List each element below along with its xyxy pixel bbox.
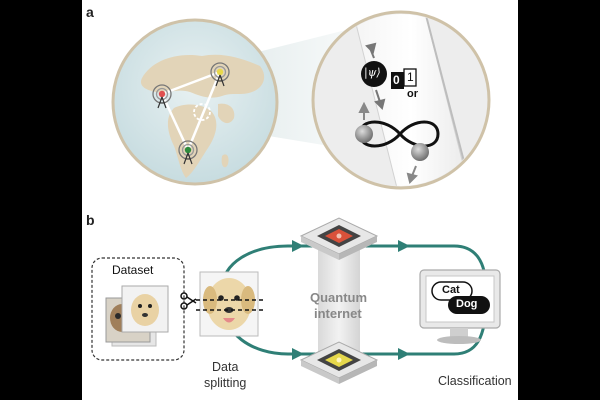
- ket-label: |ψ⟩: [364, 66, 381, 79]
- panel-b-letter: b: [86, 212, 95, 228]
- land-europe-asia: [140, 54, 265, 98]
- antenna-green-icon: [178, 140, 198, 165]
- antenna-yellow-icon: [210, 62, 230, 87]
- bit-zero-box: [391, 72, 404, 89]
- data-splitting-label-2: splitting: [204, 376, 247, 390]
- dataset-box: [91, 257, 185, 361]
- bit-one-label: 1: [407, 70, 414, 84]
- bit-zero-label: 0: [393, 73, 400, 87]
- dog-label-pill: [448, 296, 490, 314]
- panel-a-letter: a: [86, 4, 94, 20]
- scissors-icon: [180, 292, 197, 310]
- dataset-label: Dataset: [112, 263, 154, 277]
- globe: [111, 18, 279, 186]
- link-red-yellow: [161, 70, 221, 96]
- up-down-arrow-icon-2: [358, 101, 418, 184]
- quantum-chip-top-icon: [299, 217, 379, 260]
- optical-fiber-band: [349, 14, 473, 186]
- bit-one-box: [403, 68, 417, 87]
- link-red-green: [160, 93, 190, 151]
- cat-label: Cat: [442, 284, 460, 296]
- split-puppy-image: [196, 271, 264, 337]
- data-splitting-label-1: Data: [212, 360, 239, 374]
- quantum-internet-pillar: [318, 248, 360, 360]
- dataset-images: [105, 285, 169, 347]
- figure-panel: a b |ψ⟩ 0 1 or Dataset Data splitting Qu…: [82, 0, 518, 400]
- classification-label: Classification: [438, 374, 512, 388]
- zoom-circle: [311, 10, 491, 190]
- classification-monitor-icon: [419, 269, 501, 344]
- puppy-photo-small: [131, 294, 159, 326]
- quantum-chip-bottom-icon: [299, 341, 379, 384]
- ball-left: [355, 125, 373, 143]
- antenna-red-icon: [152, 84, 172, 109]
- zoom-target-ring: [193, 103, 211, 121]
- quantum-internet-label-1: Quantum: [310, 290, 368, 305]
- or-label: or: [407, 88, 418, 100]
- land-madagascar: [221, 154, 229, 168]
- qubit-state-ball: [361, 61, 387, 87]
- link-yellow-green: [186, 71, 222, 151]
- quantum-internet-label-2: internet: [314, 306, 362, 321]
- infinity-loop-icon: [358, 120, 440, 148]
- link-arrowheads: [292, 240, 410, 360]
- ball-right: [411, 143, 429, 161]
- land-arabia: [218, 103, 235, 124]
- figure-artwork: [91, 10, 501, 384]
- network-link-loop: [220, 244, 488, 291]
- dog-label: Dog: [456, 298, 478, 310]
- up-down-arrow-icon: [365, 42, 386, 110]
